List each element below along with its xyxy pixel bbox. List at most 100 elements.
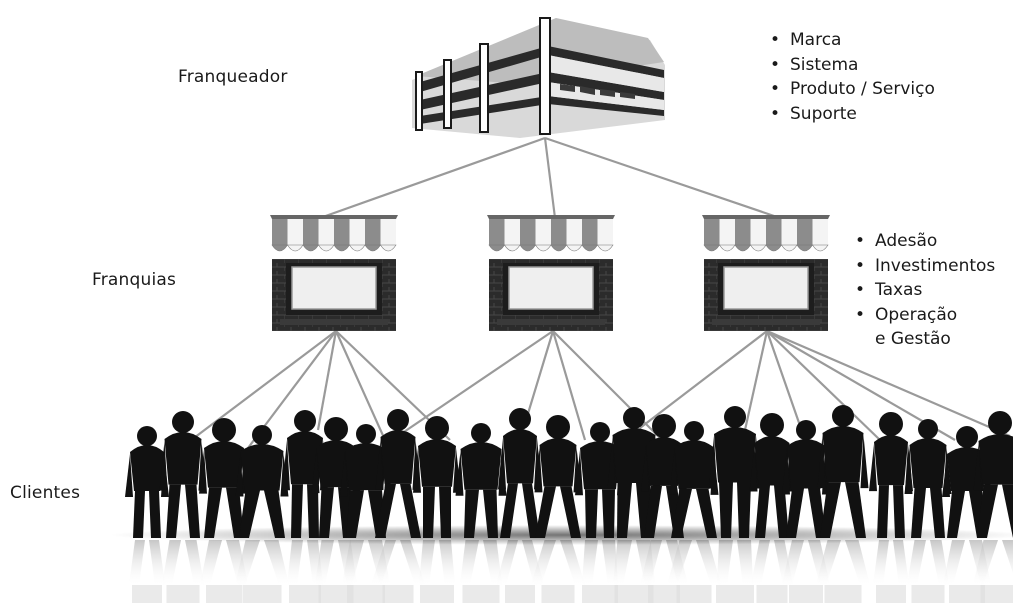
person-leg <box>307 484 319 538</box>
reflection-body <box>949 585 985 603</box>
person-body <box>460 442 502 490</box>
person-leg <box>930 488 945 538</box>
person-arm <box>455 451 464 496</box>
person-arm <box>860 435 869 489</box>
person-reflection <box>371 540 425 603</box>
person-leg <box>291 484 303 538</box>
reflection-body <box>132 585 162 603</box>
person-arm <box>641 446 649 492</box>
awning-stripe <box>582 215 598 245</box>
person-reflection <box>531 540 585 603</box>
reflection-leg <box>613 540 632 585</box>
reflection-leg <box>185 540 204 585</box>
reflection-body <box>614 585 654 603</box>
awning-scallop <box>488 244 506 252</box>
person-arm <box>904 447 913 495</box>
person-silhouette <box>669 421 719 538</box>
awning-stripe <box>287 215 303 245</box>
franchises-label: Franquias <box>92 270 177 290</box>
person-body <box>345 443 387 491</box>
person-leg <box>911 488 926 538</box>
store-window <box>508 266 594 310</box>
awning-scallop <box>271 244 289 252</box>
person-arm <box>782 448 790 495</box>
bullet-dot: • <box>855 231 866 251</box>
reflection-leg <box>737 540 753 585</box>
awning-scallop <box>348 244 366 252</box>
awning-scallop <box>596 244 614 252</box>
reflection-body <box>382 585 414 603</box>
person-arm <box>311 449 320 494</box>
person-head <box>172 411 194 433</box>
person-leg <box>483 489 498 538</box>
reflection-leg <box>907 540 926 585</box>
bullet-item: •Marca <box>770 28 935 53</box>
person-body <box>204 441 244 488</box>
awning-stripe <box>380 215 396 245</box>
awning-stripe <box>735 215 751 245</box>
awning-scallop <box>565 244 583 252</box>
bullet-text: Taxas <box>875 280 923 301</box>
reflection-body <box>318 585 354 603</box>
awning-stripe <box>781 215 797 245</box>
storefront-icon <box>702 215 830 331</box>
person-leg <box>774 485 789 538</box>
person-leg <box>1002 484 1013 538</box>
awning-scallop <box>811 244 829 252</box>
person-arm <box>869 444 877 492</box>
people-silhouette-icon <box>125 405 1013 538</box>
person-arm <box>749 445 758 492</box>
bullet-text: Adesão <box>875 231 938 251</box>
awning-scallop <box>765 244 783 252</box>
awning-scallop <box>796 244 814 252</box>
reflection-body <box>716 585 754 603</box>
person-leg <box>947 490 965 538</box>
awning-stripe <box>597 215 613 245</box>
person-head <box>324 417 348 441</box>
person-leg <box>185 484 200 538</box>
person-body <box>787 439 825 489</box>
bullet-item: •Investimentos <box>855 254 995 279</box>
awning-scallop <box>718 244 736 252</box>
person-arm <box>235 453 244 497</box>
awning-stripe <box>704 215 720 245</box>
reflection-leg <box>943 540 965 585</box>
reflection-leg <box>602 540 618 585</box>
person-arm <box>534 447 543 493</box>
people-reflection <box>129 540 1013 603</box>
bullet-continuation: e Gestão <box>875 329 951 350</box>
clients-label: Clientes <box>10 483 81 503</box>
bullet-text: Produto / Serviço <box>790 79 935 100</box>
person-leg <box>786 488 804 538</box>
storefront-icon <box>487 215 615 331</box>
person-arm <box>159 441 168 491</box>
franchisor-label: Franqueador <box>178 67 288 87</box>
reflection-leg <box>200 540 222 585</box>
awning-stripe <box>349 215 365 245</box>
person-leg <box>400 483 421 538</box>
awning-stripe <box>520 215 536 245</box>
person-leg <box>737 482 751 538</box>
person-head <box>212 418 236 442</box>
person-reflection <box>907 540 949 603</box>
person-leg <box>149 490 161 538</box>
person-leg <box>585 489 598 538</box>
person-head <box>879 412 903 436</box>
awning-stripe <box>535 215 551 245</box>
person-silhouette <box>455 423 507 538</box>
person-reflection <box>582 540 618 603</box>
reflection-leg <box>400 540 425 585</box>
person-head <box>796 420 816 440</box>
bullet-text: Operação <box>875 304 958 325</box>
reflection-body <box>206 585 242 603</box>
person-reflection <box>973 540 1013 603</box>
reflection-body <box>347 585 385 603</box>
reflection-leg <box>149 540 165 585</box>
reflection-leg <box>531 540 556 585</box>
person-silhouette <box>413 416 461 538</box>
person-arm <box>498 438 506 490</box>
person-reflection <box>716 540 754 603</box>
reflection-leg <box>496 540 518 585</box>
awning-stripe <box>750 215 766 245</box>
bullet-item: •Sistema <box>770 53 935 78</box>
